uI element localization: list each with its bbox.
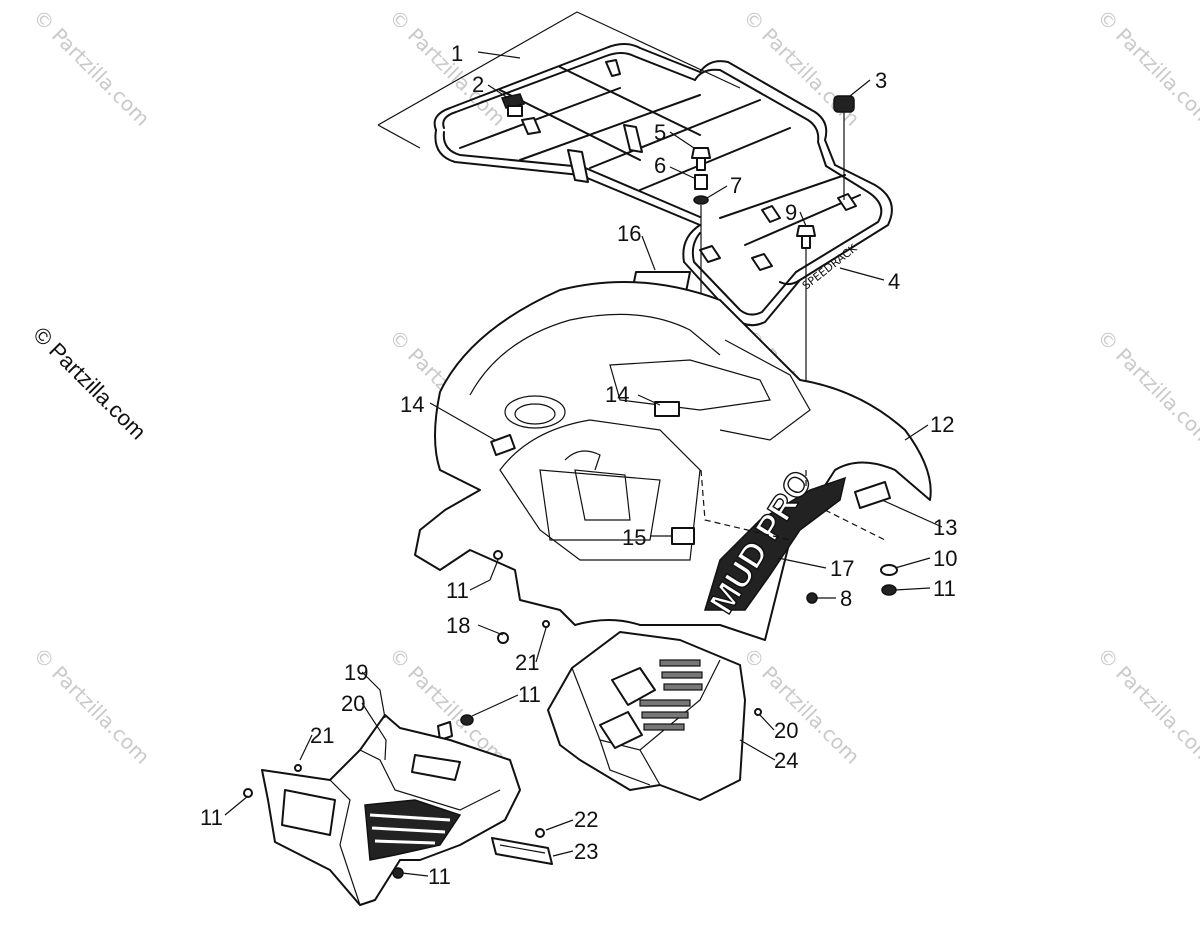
watermark: © Partzilla.com <box>384 5 510 131</box>
callout-3: 3 <box>875 68 887 93</box>
emblem-14-left <box>490 434 516 456</box>
footwell-right <box>547 631 746 801</box>
callout-18: 18 <box>446 613 470 638</box>
washer-7 <box>693 195 709 205</box>
watermark: © Partzilla.com <box>28 643 154 769</box>
watermark: © Partzilla.com <box>1092 325 1200 451</box>
callout-12: 12 <box>930 412 954 437</box>
callout-14: 14 <box>605 382 629 407</box>
callout-23: 23 <box>574 839 598 864</box>
plug-3 <box>833 95 855 113</box>
callout-11: 11 <box>446 578 469 603</box>
emblem-15 <box>671 527 695 545</box>
callout-10: 10 <box>933 546 957 571</box>
heel-guard-23 <box>491 837 553 865</box>
callout-2: 2 <box>472 72 484 97</box>
rear-fender: MUD PRO <box>414 281 932 641</box>
callout-15: 15 <box>622 525 646 550</box>
callout-21: 21 <box>310 723 334 748</box>
callout-numbers: 1 2 3 4 5 6 7 8 9 10 11 11 11 11 11 12 1… <box>200 41 957 889</box>
callout-11: 11 <box>428 864 451 889</box>
callout-11: 11 <box>200 805 223 830</box>
callout-24: 24 <box>774 748 798 773</box>
callout-19: 19 <box>344 660 368 685</box>
callout-6: 6 <box>654 153 666 178</box>
callout-14: 14 <box>400 392 424 417</box>
watermark: © Partzilla.com <box>1092 643 1200 769</box>
callout-13: 13 <box>933 515 957 540</box>
emblem-14-top <box>654 401 680 417</box>
bolt-5 <box>691 147 711 159</box>
callout-5: 5 <box>654 120 666 145</box>
callout-7: 7 <box>730 173 742 198</box>
callout-22: 22 <box>574 807 598 832</box>
callout-20: 20 <box>774 718 798 743</box>
footwell-left <box>261 714 553 906</box>
callout-8: 8 <box>840 586 852 611</box>
callout-17: 17 <box>830 556 854 581</box>
decal-13 <box>854 481 891 509</box>
callout-16: 16 <box>617 221 641 246</box>
callout-11: 11 <box>933 576 956 601</box>
callout-1: 1 <box>451 41 463 66</box>
bolt-9 <box>796 225 816 237</box>
rack-decal: SPEEDRACK <box>800 241 860 292</box>
callout-9: 9 <box>785 200 797 225</box>
callout-4: 4 <box>888 269 900 294</box>
callout-11: 11 <box>518 682 541 707</box>
watermark: © Partzilla.com <box>28 5 154 131</box>
callout-20: 20 <box>341 691 365 716</box>
spacer-6 <box>694 174 708 190</box>
callout-21: 21 <box>515 650 539 675</box>
watermark: © Partzilla.com <box>1092 5 1200 131</box>
leader-lines <box>224 51 943 877</box>
watermark-main: © Partzilla.com <box>28 322 151 445</box>
